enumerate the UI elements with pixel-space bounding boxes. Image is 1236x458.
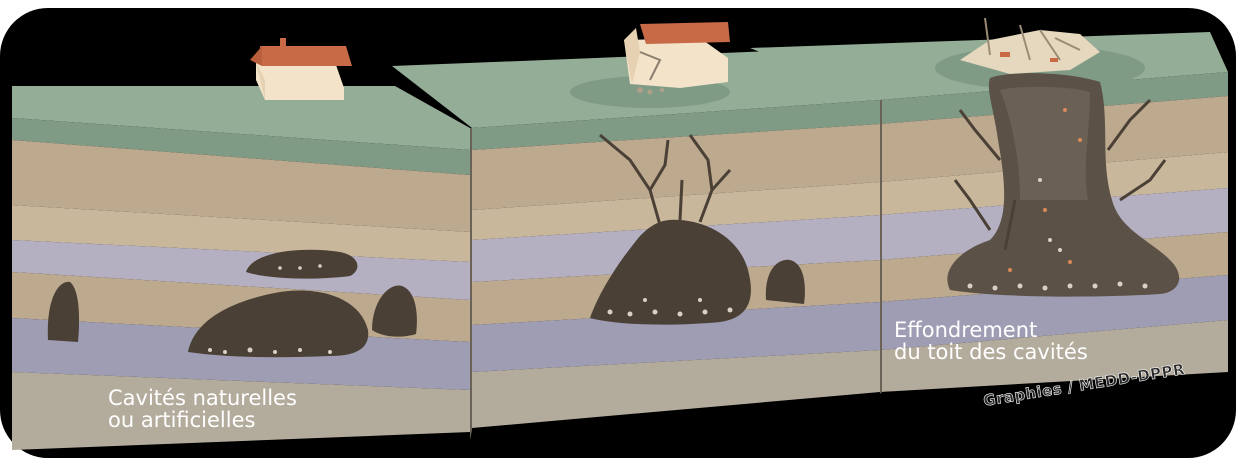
caption-line: Effondrement [894,319,1088,341]
caption-line: du toit des cavités [894,341,1088,363]
caption-line: ou artificielles [108,409,297,431]
caption-natural-artificial-cavities: Cavités naturelles ou artificielles [108,387,297,431]
house-intact [250,38,352,100]
caption-roof-collapse: Effondrement du toit des cavités [894,319,1088,363]
caption-line: Cavités naturelles [108,387,297,409]
